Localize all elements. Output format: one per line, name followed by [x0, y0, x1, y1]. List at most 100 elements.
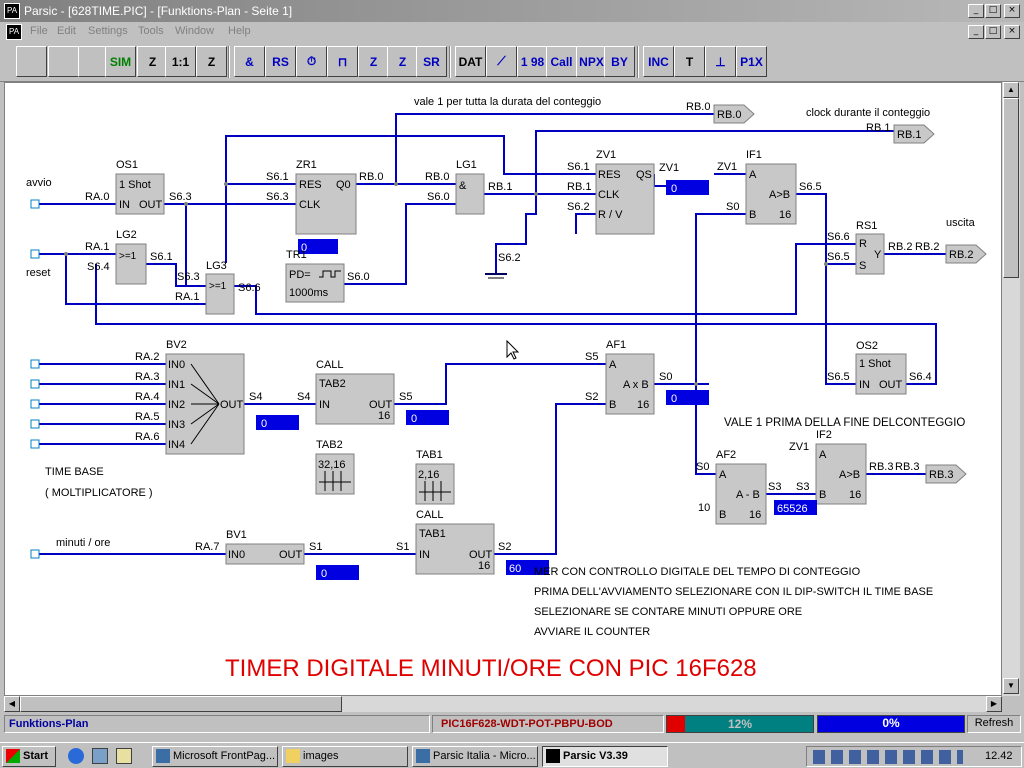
signal-label: S6.0 [347, 271, 370, 283]
minimize-button[interactable]: _ [968, 4, 984, 18]
npx-icon[interactable]: NPX [576, 46, 607, 77]
junction-dot [224, 182, 228, 186]
rs-flipflop-icon[interactable]: RS [265, 46, 296, 77]
zr1-name: ZR1 [296, 159, 317, 171]
call-tab2-call-label: CALL [316, 359, 344, 371]
vertical-scroll-thumb[interactable] [1003, 98, 1019, 278]
zoom-out-icon[interactable]: Z [196, 46, 227, 77]
signal-label: S1 [396, 541, 409, 553]
menu-tools[interactable]: Tools [138, 25, 164, 37]
menu-settings[interactable]: Settings [88, 25, 128, 37]
tab1-table-block [415, 463, 455, 505]
table-icon[interactable]: 1 98 [517, 46, 548, 77]
tab1-call-value-box [506, 560, 549, 575]
if1-name: IF1 [746, 149, 762, 161]
counter-icon[interactable]: Z [358, 46, 389, 77]
cursor-icon[interactable] [16, 46, 47, 77]
tray-icons[interactable] [813, 750, 963, 764]
task-parsic-italia[interactable]: Parsic Italia - Micro... [412, 746, 538, 767]
function-plan-diagram: vale 1 per tutta la durata del conteggio… [26, 96, 987, 682]
task-frontpage[interactable]: Microsoft FrontPag... [152, 746, 278, 767]
refresh-button[interactable]: Refresh [967, 715, 1021, 733]
system-tray: 12.42 [806, 746, 1022, 767]
close-button[interactable]: × [1004, 4, 1020, 18]
inc-icon[interactable]: INC [643, 46, 674, 77]
sim-icon[interactable]: SIM [105, 46, 136, 77]
bv2-in0-label: IN0 [168, 359, 185, 371]
scroll-right-icon[interactable]: ▶ [986, 696, 1002, 712]
tr1-pd-label: PD= [289, 269, 311, 281]
scroll-up-icon[interactable]: ▲ [1003, 82, 1019, 98]
input-terminal [30, 199, 40, 209]
tr1-pulse-shape [319, 270, 341, 278]
wire-icon[interactable] [78, 46, 109, 77]
windows-logo-icon [6, 749, 20, 763]
shift-register-icon[interactable]: SR [416, 46, 447, 77]
doc-close-button[interactable]: × [1004, 25, 1020, 39]
af2-name: AF2 [716, 449, 736, 461]
doc-restore-button[interactable]: □ [985, 25, 1001, 39]
ground-icon[interactable]: ⊥ [705, 46, 736, 77]
task-parsic-v339[interactable]: Parsic V3.39 [542, 746, 668, 767]
os2-line1: 1 Shot [859, 358, 891, 370]
and-gate-icon[interactable]: & [234, 46, 265, 77]
zr1-block [295, 173, 357, 235]
p1x-icon[interactable]: P1X [736, 46, 767, 77]
scroll-left-icon[interactable]: ◀ [4, 696, 20, 712]
document-icon[interactable]: PA [6, 24, 22, 40]
doc-minimize-button[interactable]: _ [968, 25, 984, 39]
function-plan-canvas[interactable]: vale 1 per tutta la durata del conteggio… [4, 82, 1002, 696]
menu-help[interactable]: Help [228, 25, 251, 37]
signal-label: RB.0 [686, 101, 710, 113]
horizontal-scrollbar[interactable]: ◀ ▶ [4, 696, 1002, 712]
zv1-block [595, 163, 655, 235]
input-terminal [30, 379, 40, 389]
dat-icon[interactable]: DAT [455, 46, 486, 77]
internet-explorer-icon[interactable] [68, 748, 84, 764]
os2-in-label: IN [859, 379, 870, 391]
delete-x-icon[interactable] [48, 46, 79, 77]
lg2-name: LG2 [116, 229, 137, 241]
maximize-button[interactable]: □ [985, 4, 1001, 18]
text-icon[interactable]: T [674, 46, 705, 77]
signal-label: S6.6 [827, 231, 850, 243]
annotation-minuti-ore: minuti / ore [56, 537, 110, 549]
tr1-name: TR1 [286, 249, 307, 261]
app-icon[interactable]: PA [4, 3, 20, 19]
task-label: images [303, 750, 339, 762]
menu-edit[interactable]: Edit [57, 25, 76, 37]
show-desktop-icon[interactable] [116, 748, 132, 764]
menu-file[interactable]: File [30, 25, 48, 37]
signal-label: S4 [249, 391, 262, 403]
counter-vr-icon[interactable]: Z [387, 46, 418, 77]
horizontal-scroll-thumb[interactable] [20, 696, 342, 712]
zoom-1to1-icon[interactable]: 1:1 [165, 46, 196, 77]
by-icon[interactable]: BY [604, 46, 635, 77]
timer-icon[interactable]: ⏱ [296, 46, 327, 77]
scroll-down-icon[interactable]: ▼ [1003, 678, 1019, 694]
signal-label: S0 [726, 201, 739, 213]
vertical-scrollbar[interactable]: ▲ ▼ [1002, 82, 1020, 696]
pulse-icon[interactable]: ⊓ [327, 46, 358, 77]
outlook-icon[interactable] [92, 748, 108, 764]
annotation-vale-durata: vale 1 per tutta la durata del conteggio [414, 96, 601, 108]
af2-bits: 16 [749, 509, 761, 521]
signal-label: S5 [399, 391, 412, 403]
signal-label: RB.0 [359, 171, 383, 183]
input-terminal [30, 549, 40, 559]
tab1-grid-lines [419, 481, 451, 501]
toolbar-separator [637, 46, 639, 78]
task-images[interactable]: images [282, 746, 408, 767]
wire [494, 403, 606, 555]
os2-out-label: OUT [879, 379, 903, 391]
call-icon[interactable]: Call [546, 46, 577, 77]
signal-label: ZV1 [717, 161, 737, 173]
af2-b-label: B [719, 509, 726, 521]
parsic-icon [546, 749, 560, 763]
start-button[interactable]: Start [2, 746, 56, 767]
call-tab1-call-label: CALL [416, 509, 444, 521]
bv2-out-label: OUT [220, 399, 244, 411]
ramp-icon[interactable]: ⟋ [486, 46, 517, 77]
zoom-icon[interactable]: Z [137, 46, 168, 77]
menu-window[interactable]: Window [175, 25, 215, 37]
